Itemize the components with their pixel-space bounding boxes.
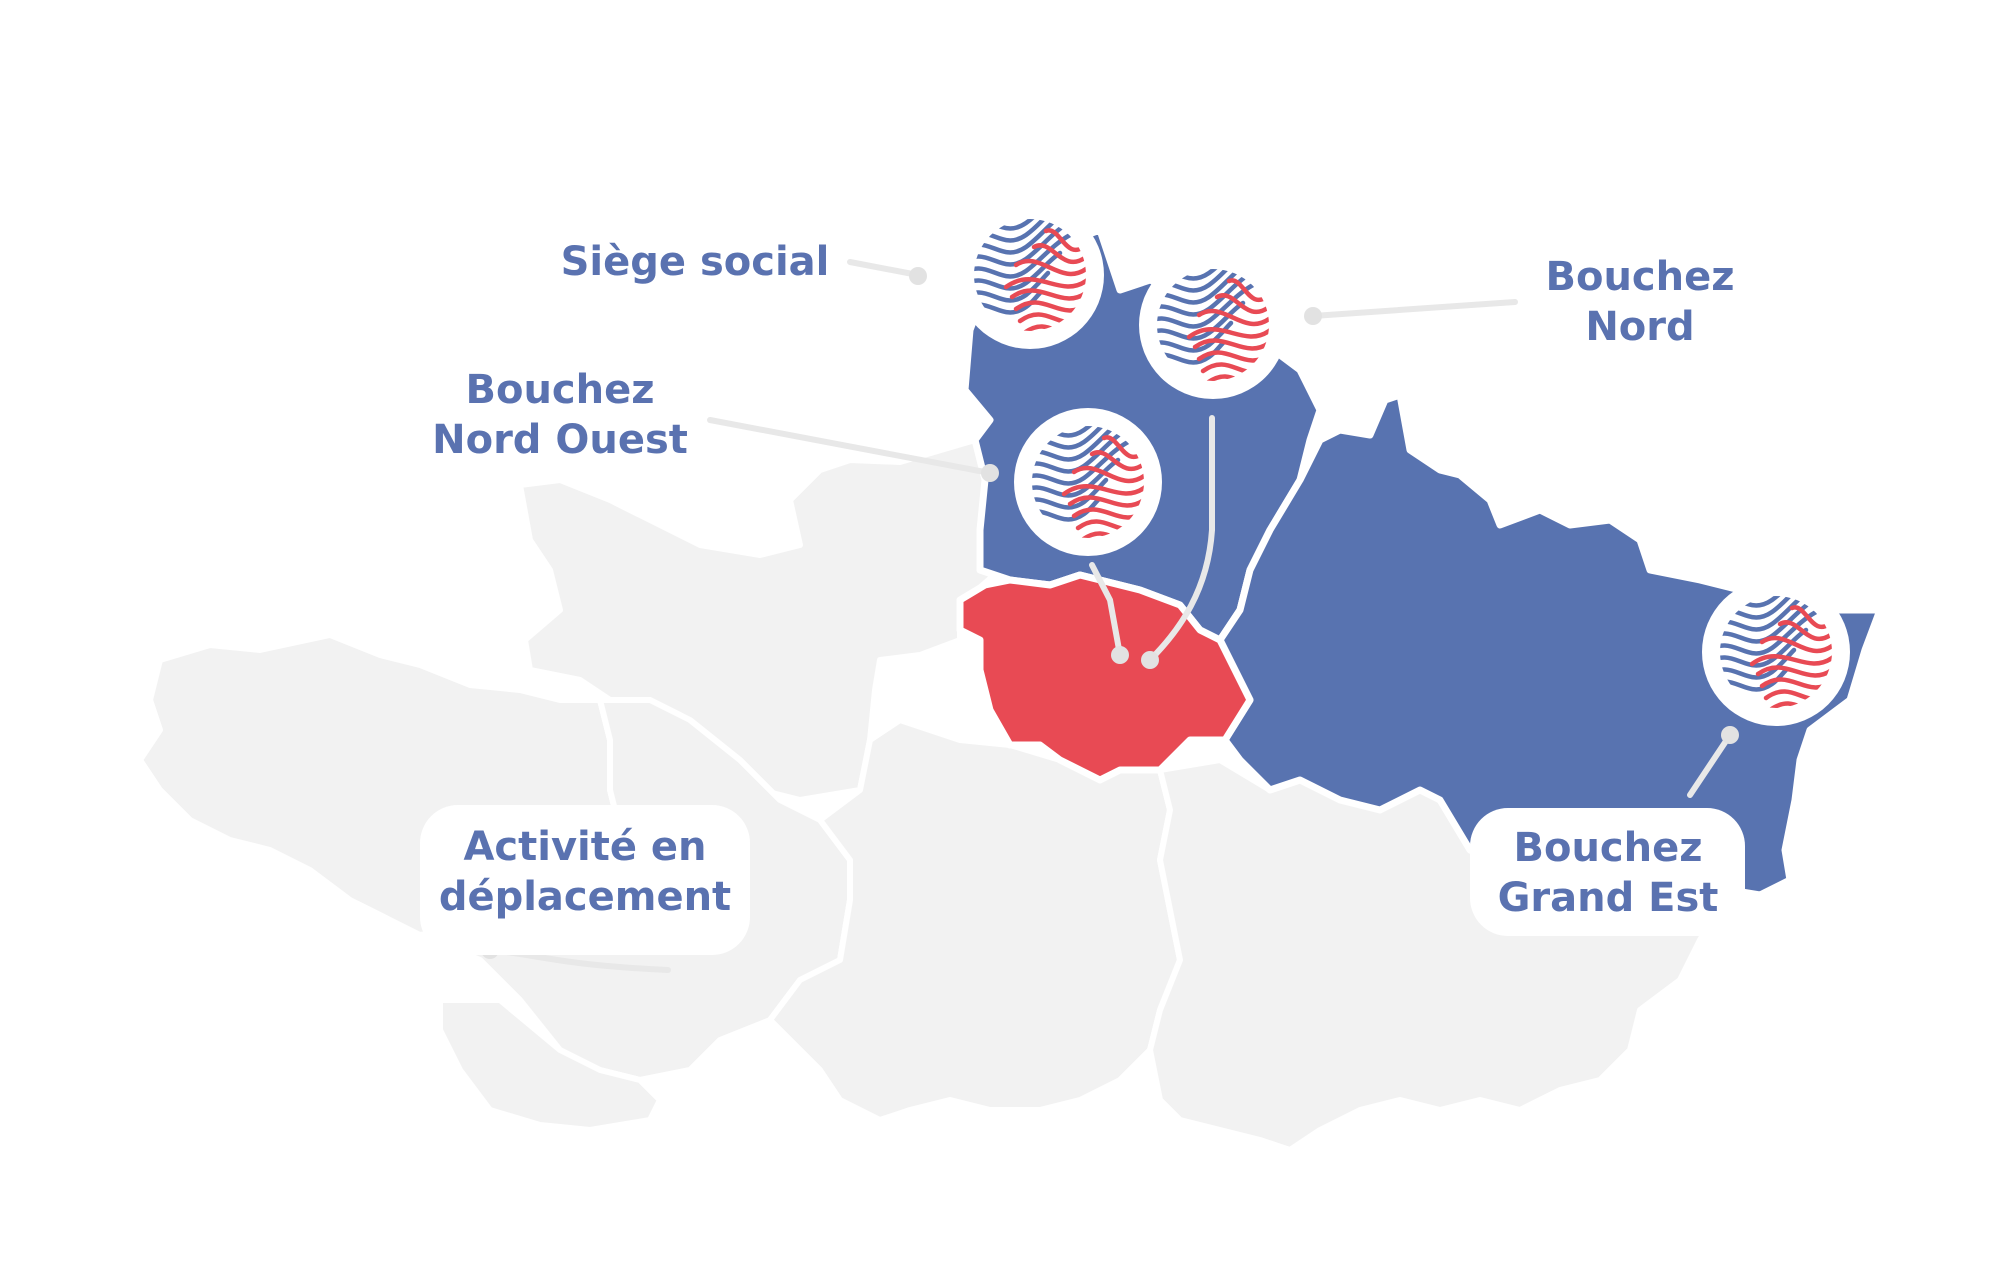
label-nord-line1: Bouchez — [1545, 254, 1735, 300]
connector-siege — [847, 259, 921, 278]
dot-nord-ouest — [981, 464, 999, 482]
label-bouchez-nord: Bouchez Nord — [1520, 252, 1760, 352]
label-deplacement-line2: déplacement — [438, 874, 732, 920]
dot-siege — [909, 267, 927, 285]
connector-marker-2 — [1147, 415, 1215, 663]
bouchez-wave-logo-icon — [1139, 245, 1287, 399]
grand-est-card — [1470, 808, 1745, 936]
label-nord-line2: Nord — [1585, 304, 1695, 350]
connector-nord-ouest — [707, 417, 993, 476]
label-nord-ouest-line1: Bouchez — [465, 367, 655, 413]
region-grand-est — [1216, 391, 1884, 899]
label-grand-est-line2: Grand Est — [1497, 875, 1719, 921]
connector-grand-est — [1687, 732, 1733, 798]
dot-marker-2 — [1141, 651, 1159, 669]
bouchez-wave-logo-icon — [956, 195, 1104, 349]
deplacement-card — [420, 805, 750, 955]
label-deplacement-line1: Activité en — [463, 824, 707, 870]
label-grand-est-line1: Bouchez — [1513, 825, 1703, 871]
dot-nord — [1304, 307, 1322, 325]
connector-lines — [487, 259, 1733, 973]
region-south-bottom — [437, 997, 663, 1133]
label-nord-ouest-line2: Nord Ouest — [432, 417, 688, 463]
dot-marker-1 — [1111, 646, 1129, 664]
label-activite-deplacement: Activité en déplacement — [430, 822, 740, 922]
label-siege-line1: Siège social — [560, 239, 830, 285]
dot-grand-est — [1721, 726, 1739, 744]
label-bouchez-grand-est: Bouchez Grand Est — [1478, 823, 1738, 923]
label-siege-social: Siège social — [560, 237, 830, 287]
label-bouchez-nord-ouest: Bouchez Nord Ouest — [430, 365, 690, 465]
connector-marker-1 — [1089, 562, 1123, 658]
connector-nord — [1310, 299, 1518, 319]
region-normandie — [517, 437, 1003, 803]
